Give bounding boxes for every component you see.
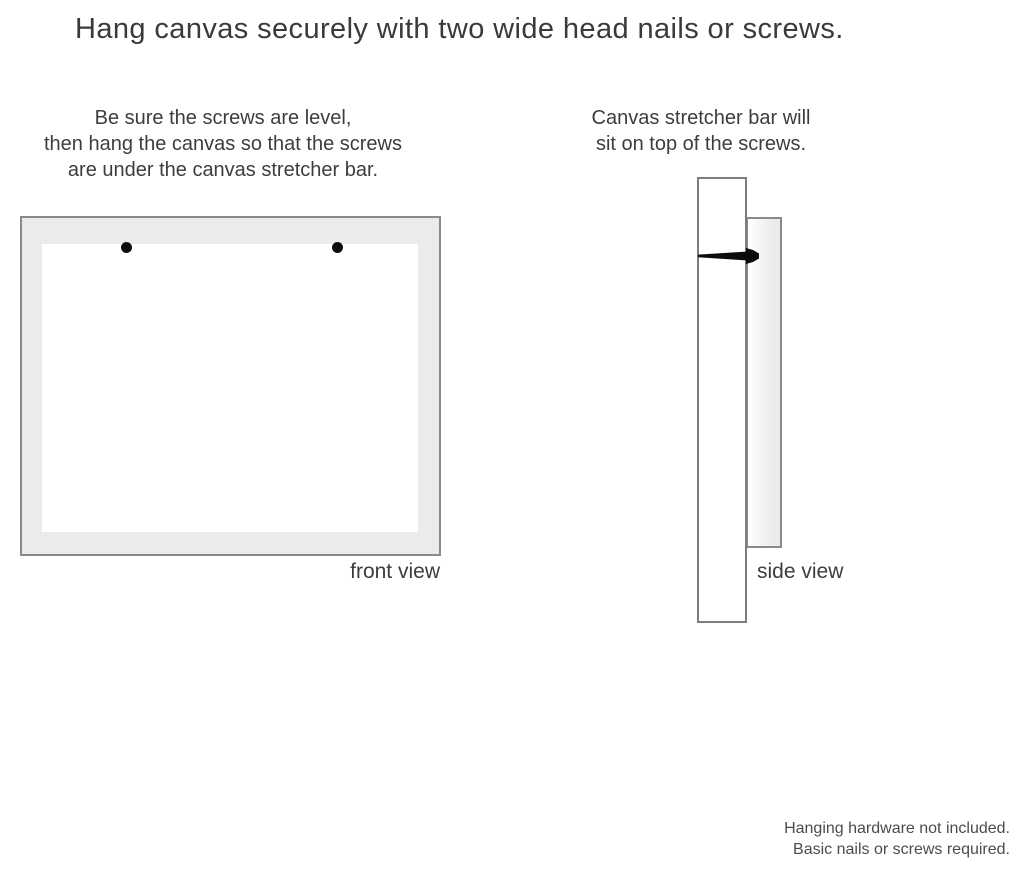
side-view-label: side view [757, 560, 844, 583]
stretcher-bar-profile [697, 177, 747, 623]
hardware-disclaimer: Hanging hardware not included. Basic nai… [784, 820, 1010, 858]
canvas-inner [42, 244, 418, 532]
front-view-label: front view [350, 560, 440, 583]
screw-dot-right [332, 242, 343, 253]
canvas-frame [20, 216, 441, 556]
front-view-diagram [20, 216, 441, 556]
page-title: Hang canvas securely with two wide head … [75, 13, 844, 45]
instruction-side-view: Canvas stretcher bar will sit on top of … [591, 107, 811, 155]
instruction-front-view: Be sure the screws are level, then hang … [44, 107, 402, 181]
side-view-diagram [690, 170, 850, 630]
nail-icon [698, 248, 759, 264]
screw-dot-left [121, 242, 132, 253]
canvas-side-profile [746, 217, 782, 548]
